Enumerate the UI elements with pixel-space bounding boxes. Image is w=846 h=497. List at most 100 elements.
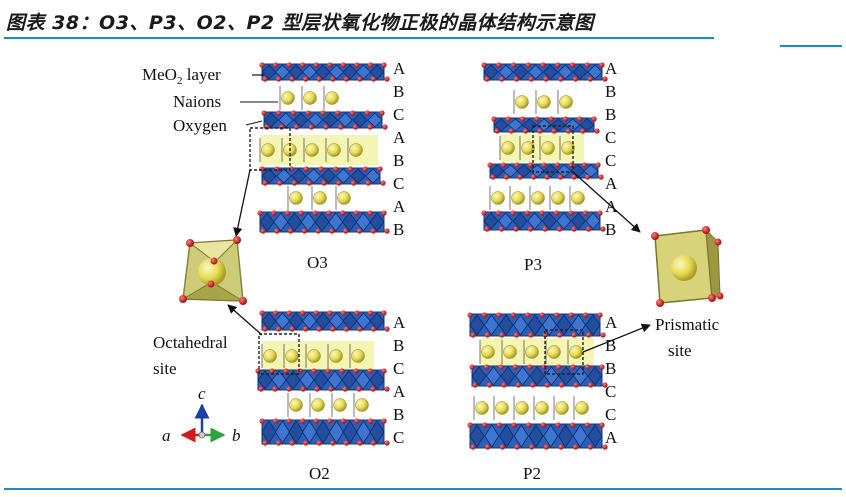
oxygen-atom xyxy=(595,162,601,168)
oxygen-atom xyxy=(543,76,549,82)
oxygen-atom xyxy=(525,62,531,68)
structure-label-o2: O2 xyxy=(309,464,330,483)
oxygen-atom xyxy=(367,124,373,130)
oxygen-atom xyxy=(499,444,505,450)
o2-layer-1 xyxy=(259,310,390,332)
stacking-letter: C xyxy=(605,128,616,147)
oxygen-atom xyxy=(499,76,505,82)
octahedron xyxy=(365,168,381,184)
octahedron xyxy=(513,64,529,80)
octahedron xyxy=(369,370,385,390)
sodium-ion xyxy=(313,191,327,205)
prismatic-site-inset xyxy=(651,226,724,307)
octahedron xyxy=(585,212,601,230)
sodium-ion xyxy=(551,191,565,205)
stacking-letter: B xyxy=(393,82,404,101)
oxygen-atom xyxy=(367,62,374,68)
octahedron xyxy=(579,118,595,132)
oxygen-atom xyxy=(357,76,363,82)
oxygen-atom xyxy=(529,444,535,450)
octahedron xyxy=(263,112,279,128)
oxygen-atom xyxy=(370,386,376,392)
oxygen-atom xyxy=(315,228,321,234)
oxygen-atom xyxy=(365,180,371,186)
oxygen-atom xyxy=(570,364,576,370)
oxygen-atom xyxy=(384,326,390,332)
oxygen-atom xyxy=(272,418,279,424)
oxygen-atom xyxy=(357,326,363,332)
oxygen-atom xyxy=(379,110,385,116)
oxygen-atom xyxy=(539,210,545,216)
oxygen-atom xyxy=(599,62,605,68)
octahedron xyxy=(484,314,499,336)
oxygen-atom xyxy=(487,162,493,168)
oxygen-atom xyxy=(554,162,561,168)
octahedron xyxy=(335,168,351,184)
oxygen-atom xyxy=(353,210,360,216)
oxygen-atom xyxy=(284,210,291,216)
oxygen-atom xyxy=(514,162,520,168)
oxygen-atom xyxy=(556,226,563,232)
oxygen-atom xyxy=(571,332,577,338)
oxygen-atom xyxy=(259,418,265,424)
oxygen-atom xyxy=(272,62,279,68)
oxygen-atom xyxy=(259,166,265,172)
p2-na-layer-1 xyxy=(479,338,594,366)
axes-triad: c a b xyxy=(162,384,241,445)
oxygen-atom xyxy=(290,110,297,116)
oxygen-atom xyxy=(513,76,520,82)
stacking-letter: A xyxy=(393,197,406,216)
oxygen-atom xyxy=(340,62,346,68)
sodium-ion xyxy=(571,191,585,205)
octahedral-site-label: site xyxy=(153,359,177,378)
oxygen-atom xyxy=(580,128,586,134)
oxygen-atom xyxy=(300,310,306,316)
oxygen-atom xyxy=(544,382,550,388)
oxygen-atom xyxy=(508,128,514,134)
octahedron xyxy=(369,420,385,444)
sodium-ion xyxy=(325,91,339,105)
oxygen-atom xyxy=(530,382,536,388)
oxygen-atom xyxy=(342,386,348,392)
p3-layer-4 xyxy=(481,210,606,232)
octahedron xyxy=(278,112,294,128)
oxygen-atom xyxy=(318,166,324,172)
oxygen-atom xyxy=(262,76,268,82)
oxygen-atom xyxy=(274,166,280,172)
oxygen-atom xyxy=(300,386,306,392)
oxygen-atom xyxy=(264,124,270,130)
octahedron xyxy=(322,112,338,128)
oxygen-atom xyxy=(354,62,360,68)
oxygen-atom xyxy=(258,386,264,392)
stacking-letter: B xyxy=(605,220,616,239)
sodium-ion xyxy=(481,345,495,359)
oxygen-atom xyxy=(367,368,373,374)
oxygen-atom xyxy=(558,76,564,82)
sodium-ion xyxy=(337,191,351,205)
oxygen-atom xyxy=(364,110,370,116)
bottom-rule xyxy=(4,488,842,490)
sodium-ion xyxy=(515,401,529,415)
sodium-ion xyxy=(535,401,549,415)
octahedron xyxy=(572,64,588,80)
octahedron xyxy=(498,212,514,230)
o3-layer-2 xyxy=(261,110,388,130)
oxygen-atom xyxy=(543,444,549,450)
oxygen-atom xyxy=(356,386,362,392)
prismatic-site-label: site xyxy=(668,341,692,360)
oxygen-atom xyxy=(519,116,526,122)
oxygen-atom xyxy=(522,128,529,134)
oxygen-atom xyxy=(539,312,545,318)
oxygen-atom xyxy=(542,226,548,232)
oxygen-atom xyxy=(330,326,336,332)
oxygen-atom xyxy=(381,310,387,316)
oxygen-atom xyxy=(599,364,605,370)
stacking-letter: A xyxy=(393,128,406,147)
octahedron xyxy=(585,314,601,336)
p3-unit-box xyxy=(532,125,574,173)
p2-na-layer-2 xyxy=(473,396,589,420)
oxygen-atom xyxy=(553,210,560,216)
oxygen-atom xyxy=(602,76,608,82)
oxygen-atom xyxy=(370,326,377,332)
